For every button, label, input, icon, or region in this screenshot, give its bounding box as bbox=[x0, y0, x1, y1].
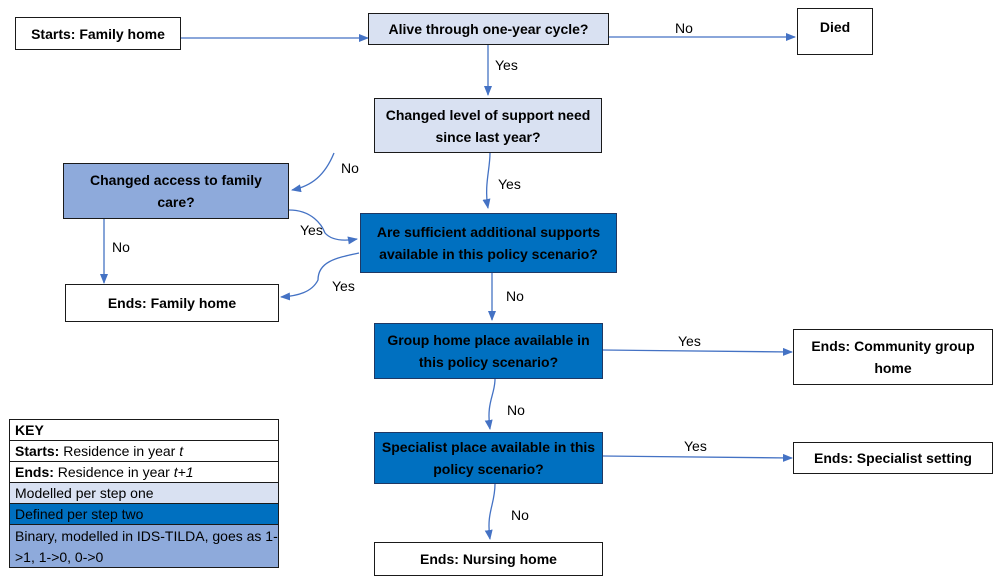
legend-step-one: Modelled per step one bbox=[9, 482, 279, 504]
node-ends-specialist-label: Ends: Specialist setting bbox=[814, 450, 972, 466]
edge-label-alive-yes: Yes bbox=[495, 57, 518, 73]
edge-label-alive-no: No bbox=[675, 20, 693, 36]
edge-label-group-yes: Yes bbox=[678, 333, 701, 349]
edge-group-community bbox=[602, 347, 793, 356]
node-specialist: Specialist place available in this polic… bbox=[374, 432, 603, 484]
node-start: Starts: Family home bbox=[15, 17, 181, 50]
edge-label-group-no: No bbox=[507, 402, 525, 418]
node-family-care-label: Changed access to family care? bbox=[90, 172, 262, 210]
legend-starts-var: t bbox=[179, 443, 184, 459]
node-alive: Alive through one-year cycle? bbox=[368, 13, 609, 45]
node-start-label: Starts: Family home bbox=[31, 25, 165, 42]
edge-label-specialist-yes: Yes bbox=[684, 438, 707, 454]
edge-group-specialist bbox=[484, 378, 496, 430]
node-ends-community-label: Ends: Community group home bbox=[811, 338, 975, 376]
legend-ends: Ends: Residence in year t+1 bbox=[9, 461, 279, 483]
edge-label-family-yes: Yes bbox=[300, 222, 323, 238]
node-died: Died bbox=[797, 8, 873, 55]
node-changed-support: Changed level of support need since last… bbox=[374, 98, 602, 153]
legend-starts: Starts: Residence in year t bbox=[9, 440, 279, 462]
node-group-home-label: Group home place available in this polic… bbox=[387, 332, 590, 370]
edge-sufficient-ends bbox=[280, 252, 360, 301]
edge-label-sufficient-no: No bbox=[506, 288, 524, 304]
node-changed-support-label: Changed level of support need since last… bbox=[385, 106, 591, 145]
edge-specialist-nursing bbox=[484, 483, 496, 540]
legend-title: KEY bbox=[9, 419, 279, 441]
node-group-home: Group home place available in this polic… bbox=[374, 323, 603, 379]
edge-support-sufficient bbox=[482, 152, 491, 209]
node-ends-community: Ends: Community group home bbox=[793, 329, 993, 385]
node-ends-family: Ends: Family home bbox=[65, 284, 279, 322]
node-died-label: Died bbox=[819, 19, 851, 35]
edge-label-family-no: No bbox=[112, 239, 130, 255]
edge-support-family bbox=[291, 152, 335, 193]
edge-label-support-yes: Yes bbox=[498, 176, 521, 192]
legend-step-one-text: Modelled per step one bbox=[15, 485, 154, 501]
legend-title-text: KEY bbox=[15, 422, 44, 438]
node-family-care: Changed access to family care? bbox=[63, 163, 289, 219]
node-ends-family-label: Ends: Family home bbox=[107, 295, 237, 311]
legend-binary-text: Binary, modelled in IDS-TILDA, goes as 1… bbox=[15, 528, 278, 565]
legend: KEY Starts: Residence in year t Ends: Re… bbox=[9, 419, 279, 568]
node-ends-nursing: Ends: Nursing home bbox=[374, 542, 603, 576]
node-sufficient-supports-label: Are sufficient additional supports avail… bbox=[376, 224, 601, 262]
edge-specialist-ends bbox=[602, 453, 793, 462]
node-alive-label: Alive through one-year cycle? bbox=[388, 21, 589, 37]
legend-ends-var: t+1 bbox=[173, 464, 194, 480]
node-ends-nursing-label: Ends: Nursing home bbox=[420, 551, 557, 567]
node-specialist-label: Specialist place available in this polic… bbox=[381, 439, 596, 477]
edge-label-support-no: No bbox=[341, 160, 359, 176]
legend-binary: Binary, modelled in IDS-TILDA, goes as 1… bbox=[9, 524, 279, 568]
legend-step-two: Defined per step two bbox=[9, 503, 279, 525]
legend-starts-text: Residence in year bbox=[59, 443, 180, 459]
node-sufficient-supports: Are sufficient additional supports avail… bbox=[360, 213, 617, 273]
legend-starts-label: Starts: bbox=[15, 443, 60, 459]
edge-label-specialist-no: No bbox=[511, 507, 529, 523]
legend-step-two-text: Defined per step two bbox=[15, 506, 144, 522]
edge-label-sufficient-yes: Yes bbox=[332, 278, 355, 294]
node-ends-specialist: Ends: Specialist setting bbox=[793, 442, 993, 474]
legend-ends-label: Ends: bbox=[15, 464, 54, 480]
legend-ends-text: Residence in year bbox=[53, 464, 174, 480]
edge-family-sufficient bbox=[288, 209, 358, 245]
